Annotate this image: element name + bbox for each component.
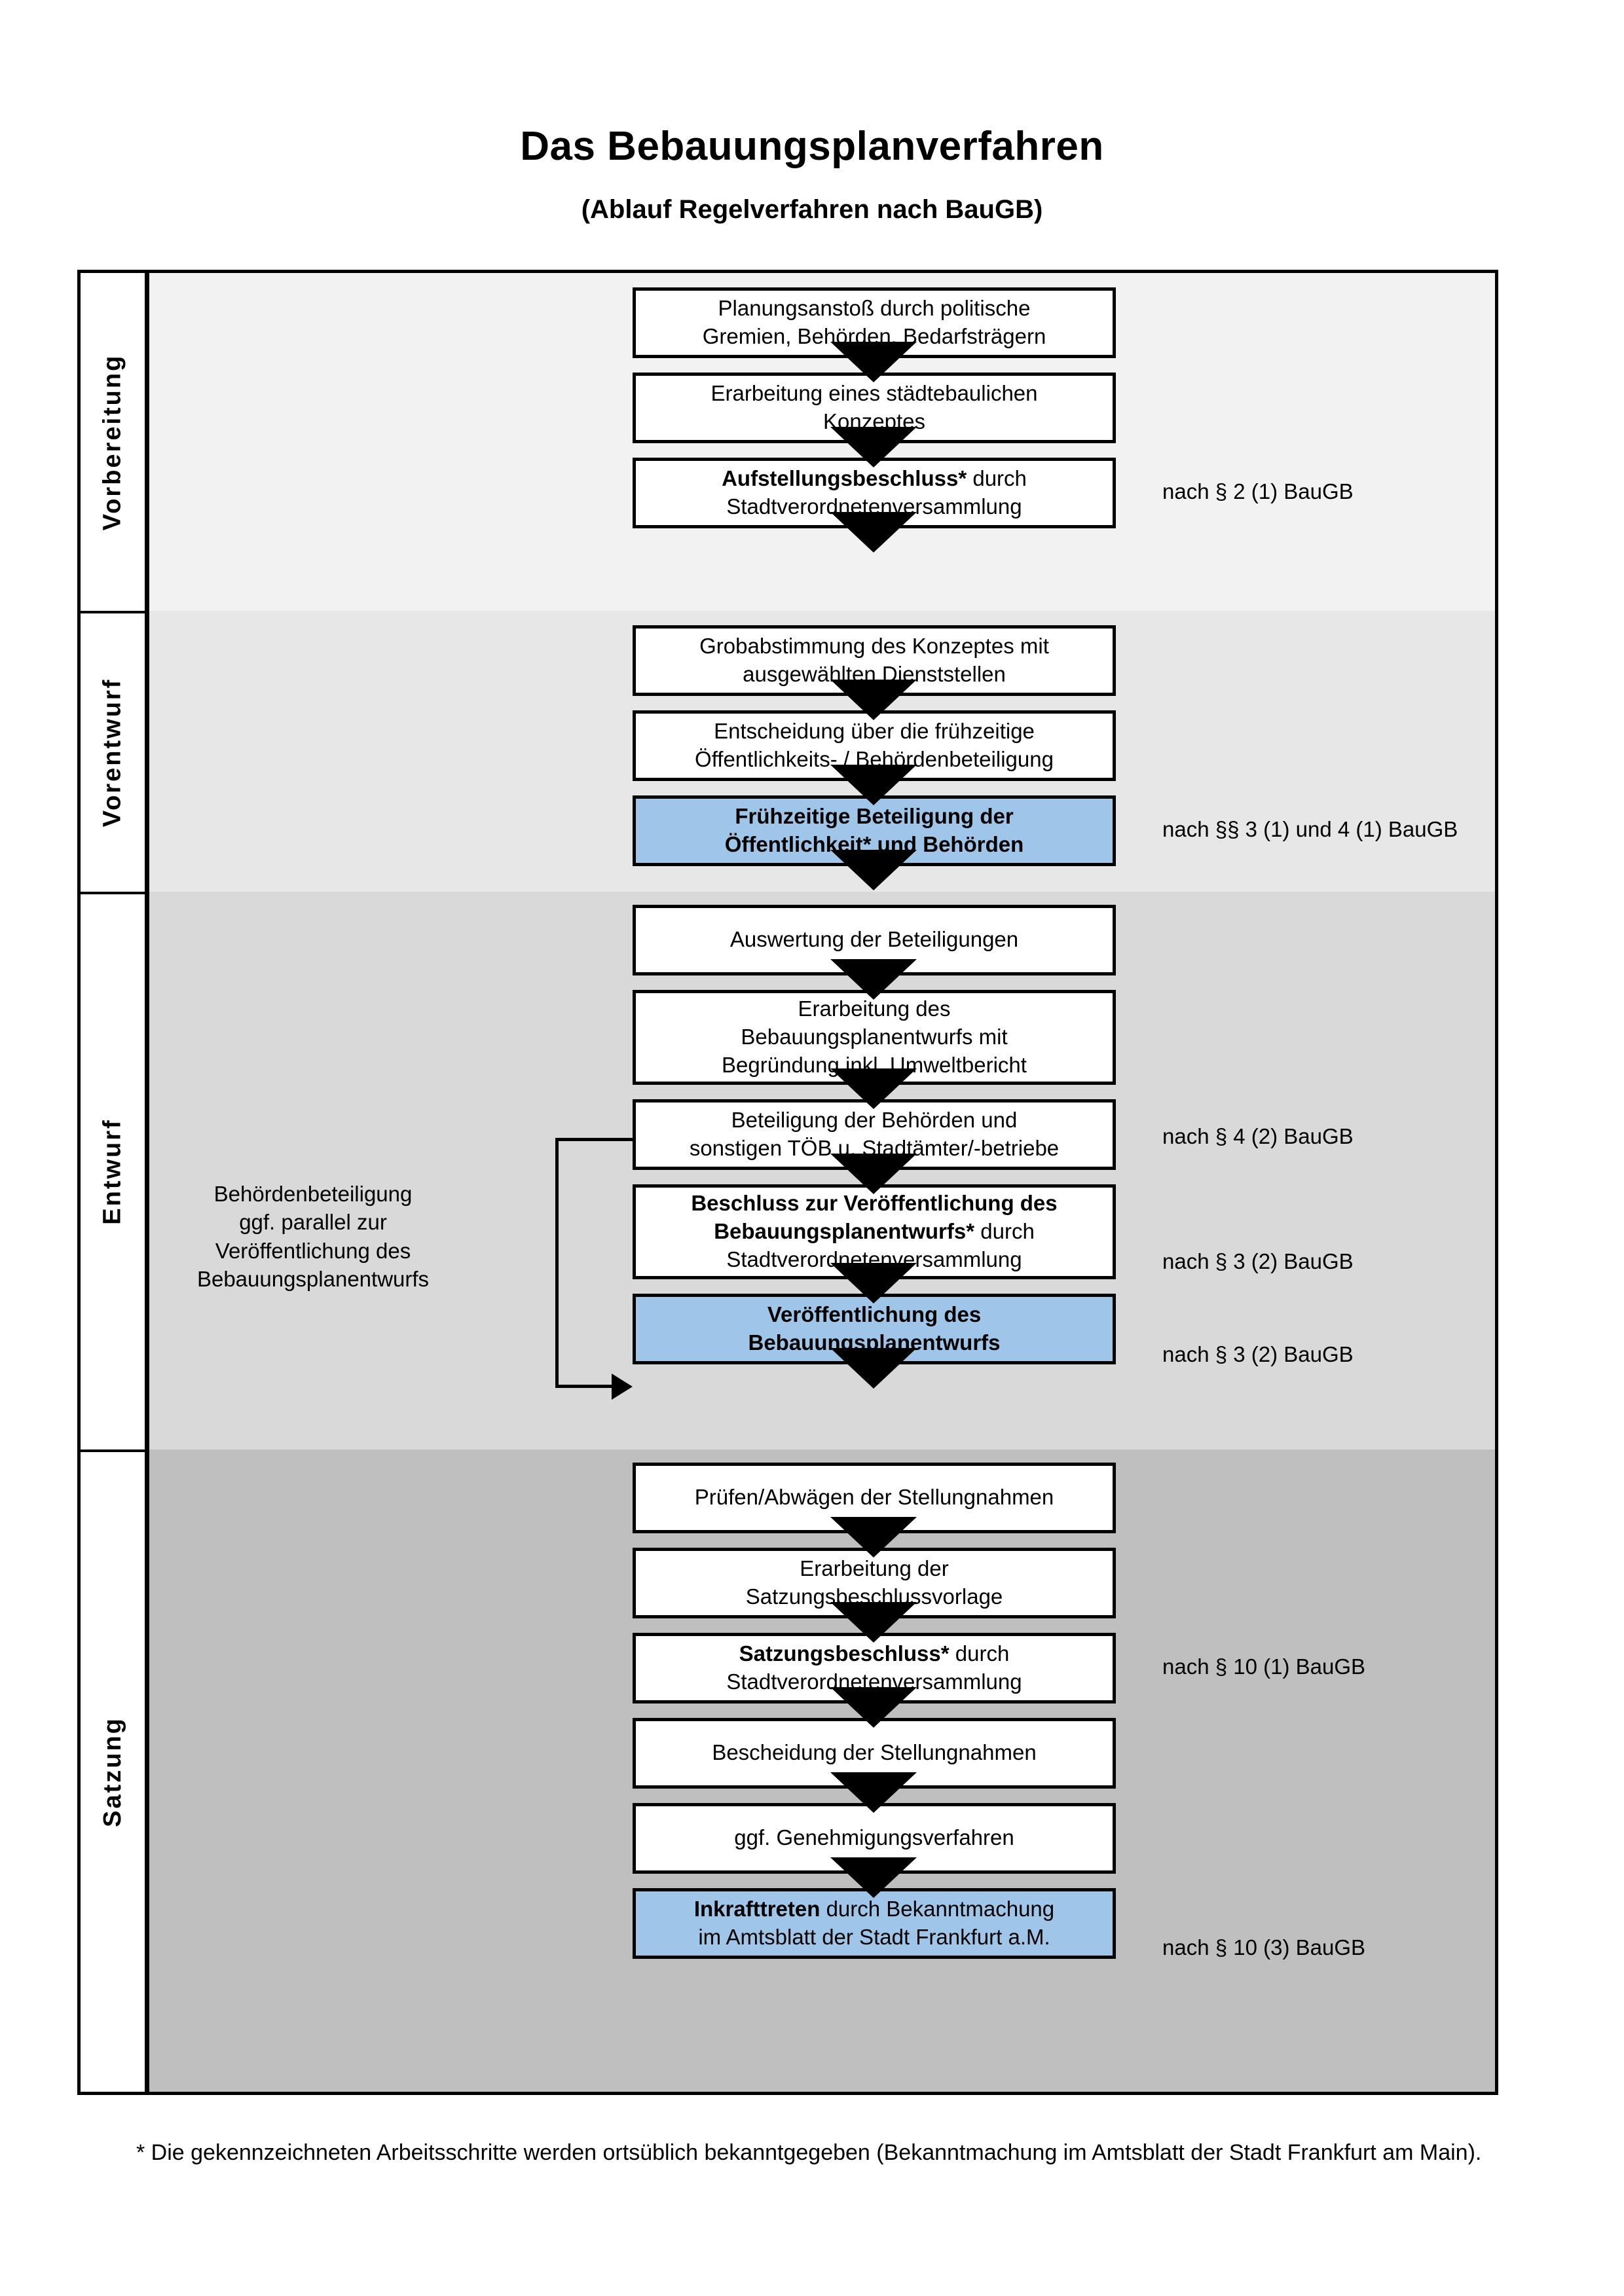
law-reference-note: nach §§ 3 (1) und 4 (1) BauGB xyxy=(1162,817,1458,842)
phase-body-vorbereitung: Planungsanstoß durch politische Gremien,… xyxy=(149,273,1495,611)
step-line: Aufstellungsbeschluss* durch xyxy=(636,465,1113,493)
side-annotation-line: Veröffentlichung des xyxy=(215,1238,411,1263)
law-reference-note: nach § 3 (2) BauGB xyxy=(1162,1341,1354,1366)
phase-body-entwurf: Behördenbeteiligung ggf. parallel zur Ve… xyxy=(149,891,1495,1449)
step-line: Auswertung der Beteiligungen xyxy=(729,927,1019,952)
step-line-normal: durch Bekanntmachung xyxy=(820,1896,1055,1921)
flow-arrow-down-icon xyxy=(830,1262,917,1303)
flow-arrow-down-icon xyxy=(830,1068,917,1109)
phase-entwurf: Entwurf Behördenbeteiligung ggf. paralle… xyxy=(81,891,1495,1449)
step-line: Satzungsbeschluss* durch xyxy=(636,1640,1113,1668)
phase-body-vorentwurf: Grobabstimmung des Konzeptes mit ausgewä… xyxy=(149,611,1495,892)
step-box-auswertung-beteiligungen[interactable]: Auswertung der Beteiligungen xyxy=(633,904,1116,975)
phase-label-text: Vorentwurf xyxy=(98,678,126,828)
step-line: Bebauungsplanentwurfs mit xyxy=(741,1024,1008,1049)
step-line: im Amtsblatt der Stadt Frankfurt a.M. xyxy=(698,1924,1050,1949)
law-reference-note: nach § 3 (2) BauGB xyxy=(1162,1248,1354,1273)
flow-arrow-down-icon xyxy=(830,850,917,891)
step-line: Beschluss zur Veröffentlichung des xyxy=(691,1190,1058,1215)
step-line-bold: Inkrafttreten xyxy=(693,1896,821,1921)
phase-label-text: Vorbereitung xyxy=(98,354,126,530)
loop-line-top xyxy=(555,1137,635,1141)
flow-arrow-down-icon xyxy=(830,680,917,721)
phase-label-text: Entwurf xyxy=(98,1118,126,1225)
loop-line-vertical xyxy=(555,1137,559,1388)
flow-arrow-down-icon xyxy=(830,512,917,553)
flow-arrow-down-icon xyxy=(830,427,917,467)
phase-label-vorbereitung: Vorbereitung xyxy=(81,273,149,611)
phase-vorentwurf: Vorentwurf Grobabstimmung des Konzeptes … xyxy=(81,611,1495,892)
loop-arrowhead-icon xyxy=(612,1373,633,1400)
flow-arrow-down-icon xyxy=(830,342,917,382)
footnote-line-2: Frankfurt am Main). xyxy=(1287,2140,1482,2165)
step-line-normal: durch xyxy=(974,1218,1035,1243)
phase-satzung: Satzung Prüfen/Abwägen der Stellungnahme… xyxy=(81,1449,1495,2092)
step-line: Veröffentlichung des xyxy=(767,1302,982,1326)
document-header: Das Bebauungsplanverfahren (Ablauf Regel… xyxy=(0,0,1624,224)
flow-arrow-down-icon xyxy=(830,1601,917,1643)
step-line-bold: Bebauungsplanentwurfs* xyxy=(714,1218,975,1243)
flow-arrow-down-icon xyxy=(830,1686,917,1728)
flow-arrow-down-icon xyxy=(830,1857,917,1898)
loop-line-bottom xyxy=(555,1384,616,1388)
phase-label-satzung: Satzung xyxy=(81,1449,149,2092)
step-line: Prüfen/Abwägen der Stellungnahmen xyxy=(694,1485,1054,1510)
step-line: Bescheidung der Stellungnahmen xyxy=(712,1740,1037,1765)
flowchart-frame: Vorbereitung Planungsanstoß durch politi… xyxy=(77,270,1498,2095)
step-line-normal: durch xyxy=(967,466,1027,491)
side-annotation-line: Behördenbeteiligung xyxy=(213,1181,413,1206)
side-annotation-line: ggf. parallel zur xyxy=(239,1210,387,1235)
phase-body-satzung: Prüfen/Abwägen der Stellungnahmen Erarbe… xyxy=(149,1449,1495,2092)
law-reference-note: nach § 2 (1) BauGB xyxy=(1162,479,1354,503)
law-reference-note: nach § 4 (2) BauGB xyxy=(1162,1123,1354,1148)
step-line: Entscheidung über die frühzeitige xyxy=(714,719,1035,744)
side-annotation-behoerdenbeteiligung: Behördenbeteiligung ggf. parallel zur Ve… xyxy=(169,1180,457,1294)
flow-arrow-down-icon xyxy=(830,1516,917,1558)
step-line: Planungsanstoß durch politische xyxy=(718,296,1031,321)
flow-arrow-down-icon xyxy=(830,765,917,806)
side-annotation-line: Bebauungsplanentwurfs xyxy=(196,1267,430,1292)
step-line-bold: Aufstellungsbeschluss* xyxy=(722,466,967,491)
footnote-line-1: * Die gekennzeichneten Arbeitsschritte w… xyxy=(136,2140,1282,2165)
step-box-inkrafttreten[interactable]: Inkrafttreten durch Bekanntmachung im Am… xyxy=(633,1887,1116,1959)
page-title: Das Bebauungsplanverfahren xyxy=(520,124,1104,169)
footnote: * Die gekennzeichneten Arbeitsschritte w… xyxy=(136,2136,1505,2170)
step-line: Erarbeitung des xyxy=(798,996,951,1021)
step-line-normal: durch xyxy=(949,1641,1010,1666)
step-line: Beteiligung der Behörden und xyxy=(731,1107,1018,1132)
step-line-bold: Satzungsbeschluss* xyxy=(739,1641,950,1666)
flow-arrow-down-icon xyxy=(830,1347,917,1389)
phase-vorbereitung: Vorbereitung Planungsanstoß durch politi… xyxy=(81,273,1495,611)
step-line: Inkrafttreten durch Bekanntmachung xyxy=(636,1895,1113,1923)
flow-arrow-down-icon xyxy=(830,1153,917,1194)
page-subtitle: (Ablauf Regelverfahren nach BauGB) xyxy=(581,195,1043,225)
flow-arrow-down-icon xyxy=(830,958,917,1000)
step-line: Grobabstimmung des Konzeptes mit xyxy=(699,634,1049,659)
phase-label-vorentwurf: Vorentwurf xyxy=(81,611,149,892)
law-reference-note: nach § 10 (1) BauGB xyxy=(1162,1654,1366,1679)
step-line: ggf. Genehmigungsverfahren xyxy=(734,1825,1014,1850)
flow-arrow-down-icon xyxy=(830,1772,917,1813)
step-line: Erarbeitung der xyxy=(800,1556,949,1580)
law-reference-note: nach § 10 (3) BauGB xyxy=(1162,1935,1366,1959)
phase-label-text: Satzung xyxy=(98,1716,126,1827)
step-line: Frühzeitige Beteiligung der xyxy=(735,804,1014,829)
step-line: Bebauungsplanentwurfs* durch xyxy=(636,1218,1113,1246)
phase-label-entwurf: Entwurf xyxy=(81,891,149,1449)
step-line: Erarbeitung eines städtebaulichen xyxy=(710,381,1038,406)
